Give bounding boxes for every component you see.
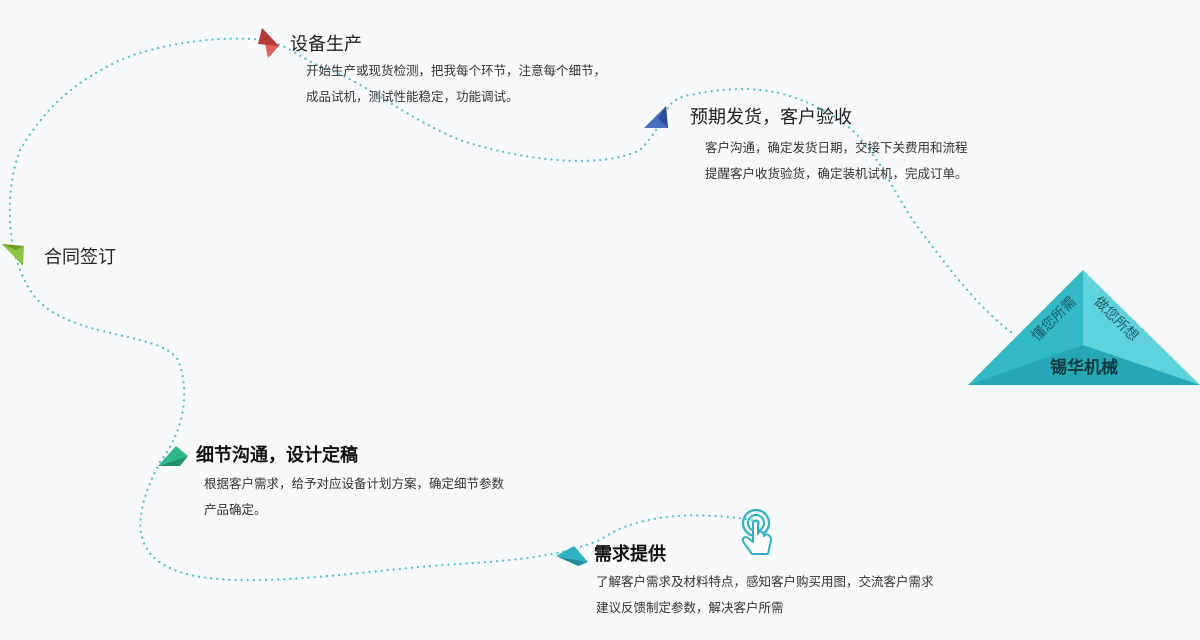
contract-title: 合同签订 (44, 247, 116, 268)
brand-name: 锡华机械 (1050, 357, 1118, 378)
production-desc: 开始生产或现货检测，把我每个环节，注意每个细节， 成品试机，测试性能稳定，功能调… (306, 58, 606, 110)
brand-pyramid (968, 270, 1200, 385)
production-desc-line: 成品试机，测试性能稳定，功能调试。 (306, 89, 519, 104)
design-title: 细节沟通，设计定稿 (196, 445, 358, 466)
demand-desc-line: 了解客户需求及材料特点，感知客户购买用图，交流客户需求 (596, 574, 934, 589)
design-desc-line: 产品确定。 (204, 502, 267, 517)
contract-arrow-icon (2, 244, 24, 266)
demand-desc: 了解客户需求及材料特点，感知客户购买用图，交流客户需求 建议反馈制定参数，解决客… (596, 569, 934, 621)
dotted-process-path (8, 37, 1017, 582)
design-desc: 根据客户需求，给予对应设备计划方案，确定细节参数 产品确定。 (204, 471, 504, 523)
production-desc-line: 开始生产或现货检测，把我每个环节，注意每个细节， (306, 63, 607, 78)
delivery-desc-line: 客户沟通，确定发货日期，交接下关费用和流程 (705, 140, 968, 155)
delivery-arrow-icon (644, 106, 668, 128)
pointer-hand-icon (741, 508, 772, 555)
production-title: 设备生产 (290, 34, 362, 55)
production-arrow-icon (258, 28, 279, 58)
demand-title: 需求提供 (594, 544, 666, 565)
delivery-desc-line: 提醒客户收货验货，确定装机试机，完成订单。 (705, 166, 968, 181)
design-arrow-icon (158, 446, 188, 466)
demand-desc-line: 建议反馈制定参数，解决客户所需 (596, 600, 784, 615)
delivery-desc: 客户沟通，确定发货日期，交接下关费用和流程 提醒客户收货验货，确定装机试机，完成… (705, 135, 968, 187)
demand-arrow-icon (556, 546, 588, 566)
design-desc-line: 根据客户需求，给予对应设备计划方案，确定细节参数 (204, 476, 505, 491)
delivery-title: 预期发货，客户验收 (690, 107, 852, 128)
